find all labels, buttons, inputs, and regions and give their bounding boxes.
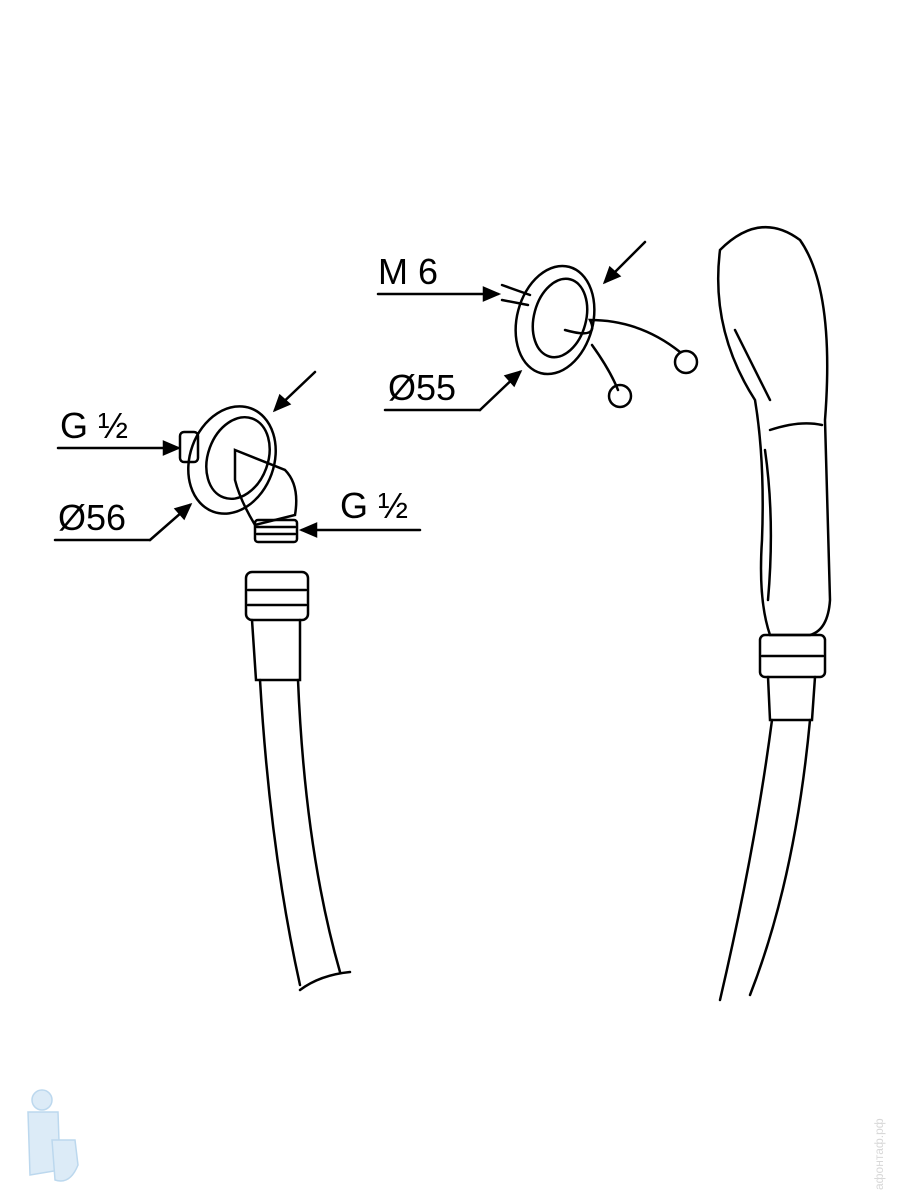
dimension-lines-left [53,370,422,542]
dimension-lines-right [376,240,647,412]
shower-hose-left [244,570,352,992]
label-holder-screw: M 6 [378,251,439,292]
label-holder-diameter: Ø55 [388,367,457,408]
label-wall-outlet-diameter: Ø56 [58,497,127,538]
hand-shower [716,225,832,1002]
label-wall-outlet-outlet-thread: G ½ [340,485,409,526]
wall-outlet-elbow [178,405,299,544]
plumber-logo [27,1089,79,1182]
label-wall-outlet-inlet-thread: G ½ [60,405,129,446]
watermark: афонтаф.рф [872,1118,886,1190]
shower-holder-hook [500,264,699,409]
